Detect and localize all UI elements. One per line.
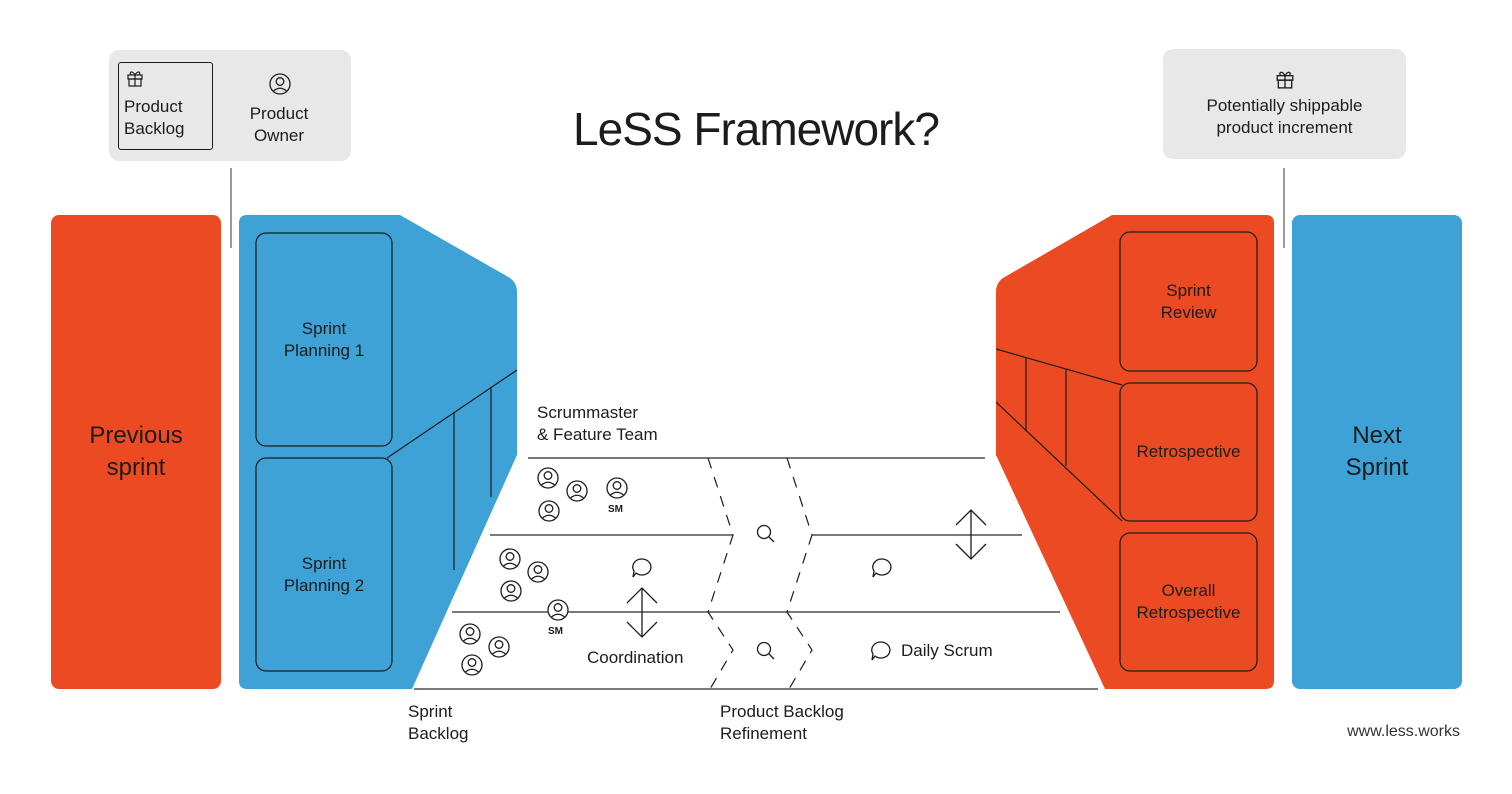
person-icon — [537, 467, 559, 489]
page-title: LeSS Framework? — [573, 103, 940, 155]
person-icon — [461, 654, 483, 676]
coordination-arrow-icon — [626, 587, 658, 638]
person-icon — [488, 636, 510, 658]
increment-line1: Potentially shippable — [1206, 96, 1363, 115]
planning-block — [239, 215, 517, 689]
scrum-master-label: SM — [548, 626, 563, 637]
user-icon — [269, 73, 291, 95]
next-sprint-label: Next Sprint — [1292, 420, 1462, 484]
person-icon — [500, 580, 522, 602]
pbr-line2: Refinement — [720, 724, 807, 743]
sp1-line1: Sprint — [301, 319, 347, 338]
coordination-label: Coordination — [587, 648, 684, 667]
team-label-line1: Scrummaster — [537, 403, 639, 422]
overall-retrospective-label: Overall Retrospective — [1120, 580, 1257, 624]
feature-team-label: Scrummaster & Feature Team — [537, 402, 658, 446]
product-owner-line2: Owner — [253, 126, 305, 145]
sprint-backlog-line2: Backlog — [408, 724, 469, 743]
search-icon — [756, 524, 775, 543]
perspective-line — [995, 348, 1123, 386]
product-backlog-line1: Product — [124, 97, 183, 116]
sp2-line1: Sprint — [301, 554, 347, 573]
sprint-backlog-label: Sprint Backlog — [408, 701, 468, 745]
pbr-line1: Product Backlog — [720, 702, 844, 721]
scrum-master-icon — [547, 599, 569, 621]
gift-icon — [1276, 71, 1294, 89]
refinement-chevrons — [707, 457, 813, 690]
sprint-planning-2-box — [255, 457, 393, 672]
sprint-planning-1-box — [255, 232, 393, 447]
sprint-review-box — [1119, 231, 1258, 372]
search-icon — [756, 641, 775, 660]
team-label-line2: & Feature Team — [537, 425, 658, 444]
previous-sprint-line2: sprint — [106, 454, 166, 481]
overall-line2: Retrospective — [1136, 603, 1241, 622]
sp2-line2: Planning 2 — [283, 576, 365, 595]
pbr-label: Product Backlog Refinement — [720, 701, 844, 745]
overall-line1: Overall — [1161, 581, 1216, 600]
previous-sprint-block — [51, 215, 221, 689]
person-icon — [499, 548, 521, 570]
chevron-left — [707, 457, 734, 690]
vertical-arrow-icon — [955, 509, 987, 560]
scrum-master-label: SM — [608, 504, 623, 515]
increment-line2: product increment — [1216, 118, 1353, 137]
previous-sprint-line1: Previous — [89, 422, 183, 449]
person-icon — [566, 480, 588, 502]
sprint-planning-1-label: Sprint Planning 1 — [256, 318, 392, 362]
increment-label: Potentially shippable product increment — [1163, 95, 1406, 139]
review-line2: Review — [1160, 303, 1217, 322]
retrospective-label: Retrospective — [1136, 442, 1241, 461]
overall-retrospective-box — [1119, 532, 1258, 672]
increment-card: Potentially shippable product increment — [1163, 49, 1406, 159]
daily-scrum-label: Daily Scrum — [901, 641, 993, 660]
product-owner-line1: Product — [249, 104, 309, 123]
scrum-master-icon — [606, 477, 628, 499]
product-backlog-line2: Backlog — [124, 119, 185, 138]
perspective-line — [995, 401, 1123, 522]
sprint-review-label: Sprint Review — [1120, 280, 1257, 324]
product-backlog-label: Product Backlog — [124, 96, 184, 140]
person-icon — [459, 623, 481, 645]
person-icon — [527, 561, 549, 583]
sprint-planning-2-label: Sprint Planning 2 — [256, 553, 392, 597]
lane-lines — [414, 457, 1098, 690]
person-icon — [538, 500, 560, 522]
chat-icon — [871, 641, 891, 661]
chat-icon — [872, 558, 892, 578]
previous-sprint-label: Previous sprint — [51, 420, 221, 484]
next-sprint-block — [1292, 215, 1462, 689]
chat-icon — [632, 558, 652, 578]
chevron-right — [786, 457, 813, 690]
gift-icon — [127, 71, 143, 87]
footer-url[interactable]: www.less.works — [1347, 723, 1460, 740]
product-owner-label: Product Owner — [229, 103, 329, 147]
next-sprint-line2: Sprint — [1345, 454, 1409, 481]
sp1-line2: Planning 1 — [283, 341, 365, 360]
review-block — [996, 215, 1274, 689]
product-card: Product Backlog Product Owner — [109, 50, 351, 161]
next-sprint-line1: Next — [1352, 422, 1402, 449]
review-line1: Sprint — [1166, 281, 1211, 300]
retrospective-box — [1119, 382, 1258, 522]
sprint-backlog-line1: Sprint — [408, 702, 453, 721]
product-backlog-item: Product Backlog — [118, 62, 213, 150]
perspective-line — [386, 369, 518, 459]
